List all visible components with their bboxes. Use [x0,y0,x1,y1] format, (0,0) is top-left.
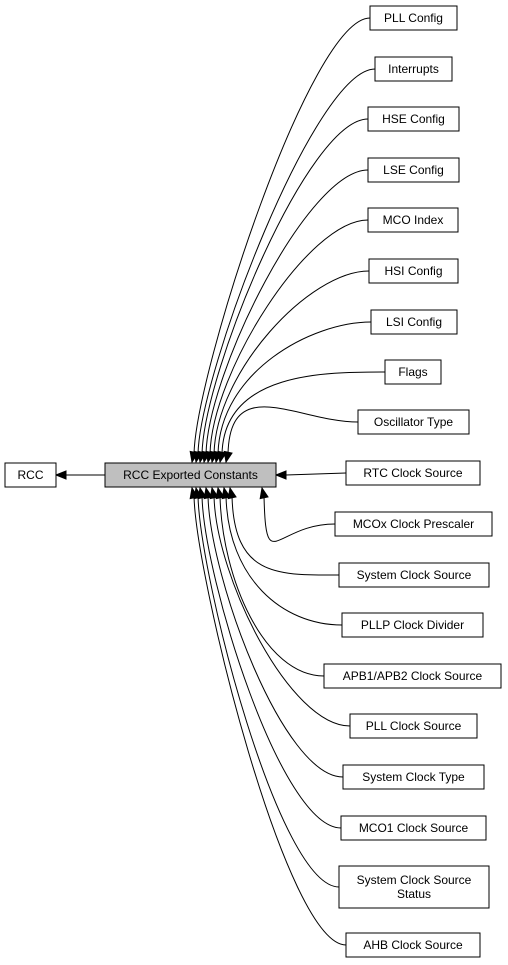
node-mco-index-label: MCO Index [383,213,444,227]
node-rtc-clock-source[interactable]: RTC Clock Source [345,460,481,486]
node-hsi-config-label: HSI Config [384,264,442,278]
node-mco-index[interactable]: MCO Index [367,207,459,233]
edge-rtc-clock-source-arrow [274,470,287,480]
node-ahb-clock-source-label: AHB Clock Source [363,938,463,952]
node-lse-config[interactable]: LSE Config [367,157,460,183]
edge-lsi-config [217,321,372,455]
node-system-clock-type[interactable]: System Clock Type [342,764,485,790]
edge-system-clock-source [231,495,340,576]
node-system-clock-source[interactable]: System Clock Source [338,562,490,588]
edge-mcox-clock-prescaler-arrow [259,486,269,500]
edge-oscillator-type-arrow [223,450,233,464]
edge-system-clock-type-arrow [203,486,213,500]
edge-ahb-clock-source-arrow [189,486,199,500]
edge-flags-arrow [217,450,227,464]
edge-pll-clock-source [213,495,351,727]
edge-interrupts [197,68,376,455]
node-pll-config-label: PLL Config [384,11,443,25]
node-system-clock-source-status-label: Status [397,887,431,901]
node-hsi-config[interactable]: HSI Config [368,258,459,284]
edge-mco1-clock-source [201,495,342,829]
edges [54,17,386,946]
edge-apb1-apb2-clock-source [219,495,325,677]
edge-pllp-clock-divider [225,495,343,626]
node-rcc[interactable]: RCC [4,462,57,488]
node-interrupts[interactable]: Interrupts [374,56,453,82]
nodes: RCC RCC Exported Constants PLL ConfigInt… [4,5,502,958]
node-lsi-config-label: LSI Config [386,315,442,329]
node-oscillator-type-label: Oscillator Type [374,415,453,429]
edge-oscillator-type [227,406,359,455]
node-mco1-clock-source[interactable]: MCO1 Clock Source [340,815,487,841]
edge-mcox-clock-prescaler [263,495,336,542]
node-system-clock-source-status-label: System Clock Source [357,873,472,887]
edge-current-to-rcc-arrow [54,470,67,480]
node-flags[interactable]: Flags [384,359,442,385]
node-pllp-clock-divider[interactable]: PLLP Clock Divider [341,612,484,638]
node-lse-config-label: LSE Config [383,163,444,177]
edge-system-clock-type [207,495,344,778]
node-system-clock-type-label: System Clock Type [362,770,465,784]
node-apb1-apb2-clock-source-label: APB1/APB2 Clock Source [343,669,483,683]
edge-apb1-apb2-clock-source-arrow [215,486,225,500]
node-hse-config-label: HSE Config [382,112,445,126]
node-system-clock-source-label: System Clock Source [357,568,472,582]
node-mcox-clock-prescaler-label: MCOx Clock Prescaler [353,517,474,531]
edge-system-clock-source-status [197,495,340,888]
node-pll-clock-source[interactable]: PLL Clock Source [349,713,478,739]
edge-pllp-clock-divider-arrow [221,486,231,500]
edge-flags [221,371,386,455]
node-rcc-exported-constants-label: RCC Exported Constants [123,468,258,482]
edge-rtc-clock-source [285,472,347,476]
node-rtc-clock-source-label: RTC Clock Source [363,466,462,480]
edge-hsi-config [213,270,370,455]
node-pll-clock-source-label: PLL Clock Source [366,719,462,733]
node-pllp-clock-divider-label: PLLP Clock Divider [361,618,464,632]
edge-pll-config [193,17,371,455]
edge-mco-index [209,219,369,455]
node-apb1-apb2-clock-source[interactable]: APB1/APB2 Clock Source [323,663,502,689]
edge-ahb-clock-source [193,495,347,946]
node-pll-config[interactable]: PLL Config [369,5,458,31]
node-flags-label: Flags [398,365,427,379]
edge-hse-config [201,118,369,455]
node-rcc-exported-constants[interactable]: RCC Exported Constants [104,462,277,488]
node-rcc-label: RCC [18,468,44,482]
edge-lse-config [205,169,369,455]
node-mco1-clock-source-label: MCO1 Clock Source [359,821,469,835]
node-oscillator-type[interactable]: Oscillator Type [357,409,470,435]
node-ahb-clock-source[interactable]: AHB Clock Source [345,932,481,958]
edge-system-clock-source-arrow [227,486,237,500]
node-interrupts-label: Interrupts [388,62,439,76]
node-lsi-config[interactable]: LSI Config [370,309,458,335]
node-hse-config[interactable]: HSE Config [367,106,460,132]
edge-pll-clock-source-arrow [209,486,219,500]
node-mcox-clock-prescaler[interactable]: MCOx Clock Prescaler [334,511,493,537]
